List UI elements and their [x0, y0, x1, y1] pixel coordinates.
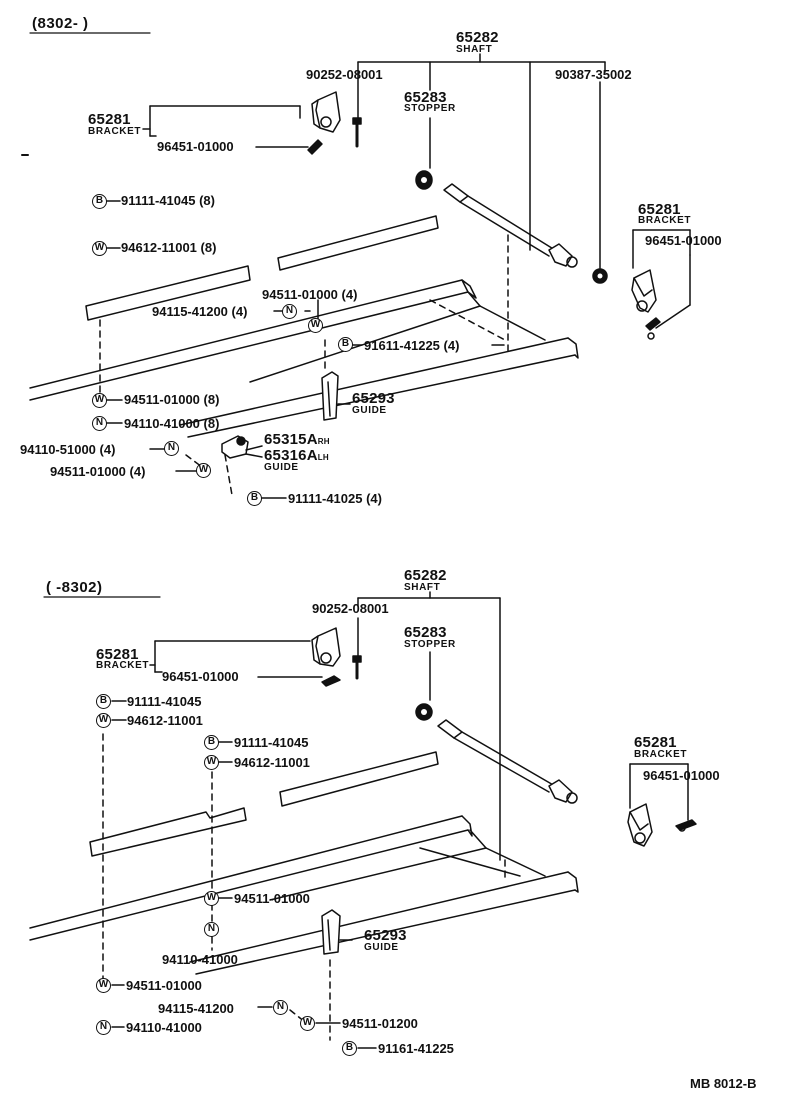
- upper-washer-symbol-mid: W: [308, 318, 323, 333]
- bracket-right-upper: [631, 269, 657, 313]
- lower-pin-right: 96451-01000: [643, 768, 720, 783]
- lower-bolt-symbol-1: B: [96, 694, 111, 709]
- shaft-rod-lower: [437, 719, 578, 804]
- upper-bolt-symbol-bottom: B: [247, 491, 262, 506]
- upper-w1-label: 94612-11001 (8): [121, 240, 217, 255]
- footer-code: MB 8012-B: [690, 1076, 757, 1091]
- upper-section-drawing: [21, 32, 691, 499]
- upper-n3-label: 94110-51000 (4): [20, 442, 116, 457]
- frame-upper: [29, 279, 579, 438]
- lower-bracket-left-label: BRACKET: [96, 660, 150, 671]
- upper-n2-label: 94110-41000 (8): [124, 416, 220, 431]
- lower-section-drawing: [29, 591, 697, 1049]
- lower-nut-symbol-3: N: [96, 1020, 111, 1035]
- guide-65293-upper: [321, 371, 339, 421]
- alignment-lines-upper: [99, 234, 509, 496]
- upper-b-mid-label: 91611-41225 (4): [364, 338, 460, 353]
- upper-shaft-number: 65282: [456, 29, 499, 46]
- upper-stopper-number: 65283: [404, 89, 447, 106]
- upper-guide2-label: GUIDE: [264, 462, 299, 473]
- upper-n-mid-label: 94115-41200 (4): [152, 304, 248, 319]
- upper-washer-symbol-2: W: [92, 393, 107, 408]
- upper-b-bot-label: 91111-41025 (4): [288, 491, 382, 506]
- lower-bolt-symbol-4: B: [342, 1041, 357, 1056]
- bolt-90252: [352, 117, 362, 148]
- upper-guide2-rh-side: RH: [317, 437, 330, 446]
- frame-lower: [29, 815, 579, 975]
- lower-n4-label: 94115-41200: [158, 1001, 234, 1016]
- alignment-lines-lower: [102, 733, 506, 1041]
- upper-nut-symbol-2: N: [92, 416, 107, 431]
- lower-w-mid-label: 94511-01000: [234, 891, 310, 906]
- lower-nut-symbol-mid: N: [204, 922, 219, 937]
- lower-shaft-number: 65282: [404, 567, 447, 584]
- upper-guide-label: GUIDE: [352, 405, 387, 416]
- upper-header: (8302- ): [32, 15, 89, 32]
- upper-w3-label: 94511-01000 (4): [50, 464, 146, 479]
- guide-65315-upper: [221, 435, 249, 459]
- lower-b2-label: 91111-41045: [234, 735, 309, 750]
- lower-bolt-symbol-2: B: [204, 735, 219, 750]
- lower-w1-label: 94612-11001: [127, 713, 203, 728]
- lower-stopper-number: 65283: [404, 624, 447, 641]
- upper-washer-symbol-1: W: [92, 241, 107, 256]
- lower-b4-label: 91161-41225: [378, 1041, 454, 1056]
- upper-shaft-label: SHAFT: [456, 44, 493, 55]
- lower-washer-symbol-3: W: [96, 978, 111, 993]
- upper-w2-label: 94511-01000 (8): [124, 392, 220, 407]
- upper-b1-label: 91111-41045 (8): [121, 193, 215, 208]
- upper-stopper-label: STOPPER: [404, 103, 456, 114]
- upper-part-90387: 90387-35002: [555, 67, 632, 82]
- lower-washer-symbol-4: W: [300, 1016, 315, 1031]
- lower-w3-label: 94511-01000: [126, 978, 202, 993]
- lower-nut-symbol-4: N: [273, 1000, 288, 1015]
- upper-bracket-left-number: 65281: [88, 111, 131, 128]
- lower-bracket-right-label: BRACKET: [634, 749, 688, 760]
- bolt-90252-lower: [352, 655, 362, 680]
- upper-washer-symbol-3: W: [196, 463, 211, 478]
- lower-pin-left: 96451-01000: [162, 669, 239, 684]
- lower-w2-label: 94612-11001: [234, 755, 310, 770]
- lower-bracket-left-number: 65281: [96, 646, 139, 663]
- lower-bolt-90252: 90252-08001: [312, 601, 389, 616]
- upper-guide2-lh-number: 65316ALH: [264, 447, 329, 464]
- shaft-rod-upper: [443, 183, 578, 268]
- upper-bolt-90252: 90252-08001: [306, 67, 383, 82]
- lower-b1-label: 91111-41045: [127, 694, 202, 709]
- upper-nut-symbol-3: N: [164, 441, 179, 456]
- lower-washer-symbol-1: W: [96, 713, 111, 728]
- upper-bracket-left-label: BRACKET: [88, 126, 142, 137]
- lower-bracket-right-number: 65281: [634, 734, 677, 751]
- lower-guide-number: 65293: [364, 927, 407, 944]
- upper-pin-left: 96451-01000: [157, 139, 234, 154]
- upper-bracket-right-number: 65281: [638, 201, 681, 218]
- upper-guide2-lh-side: LH: [317, 453, 329, 462]
- upper-bracket-right-label: BRACKET: [638, 215, 692, 226]
- bracket-right-lower: [627, 803, 653, 847]
- guide-65293-lower: [321, 909, 341, 955]
- upper-w-mid-label: 94511-01000 (4): [262, 287, 358, 302]
- lower-header: ( -8302): [46, 579, 103, 596]
- lower-w4-label: 94511-01200: [342, 1016, 418, 1031]
- lower-n3-label: 94110-41000: [126, 1020, 202, 1035]
- lower-washer-symbol-mid: W: [204, 891, 219, 906]
- lower-guide-label: GUIDE: [364, 942, 399, 953]
- upper-guide2-rh-number: 65315ARH: [264, 431, 330, 448]
- upper-guide-number: 65293: [352, 390, 395, 407]
- lower-stopper-label: STOPPER: [404, 639, 456, 650]
- upper-bolt-symbol-mid: B: [338, 337, 353, 352]
- lower-n-mid-label: 94110-41000: [162, 952, 238, 967]
- lower-washer-symbol-2: W: [204, 755, 219, 770]
- upper-nut-symbol-mid: N: [282, 304, 297, 319]
- bracket-left-upper: [311, 91, 341, 133]
- upper-pin-right: 96451-01000: [645, 233, 722, 248]
- upper-bolt-symbol-1: B: [92, 194, 107, 209]
- lower-shaft-label: SHAFT: [404, 582, 441, 593]
- bracket-left-lower: [311, 627, 341, 667]
